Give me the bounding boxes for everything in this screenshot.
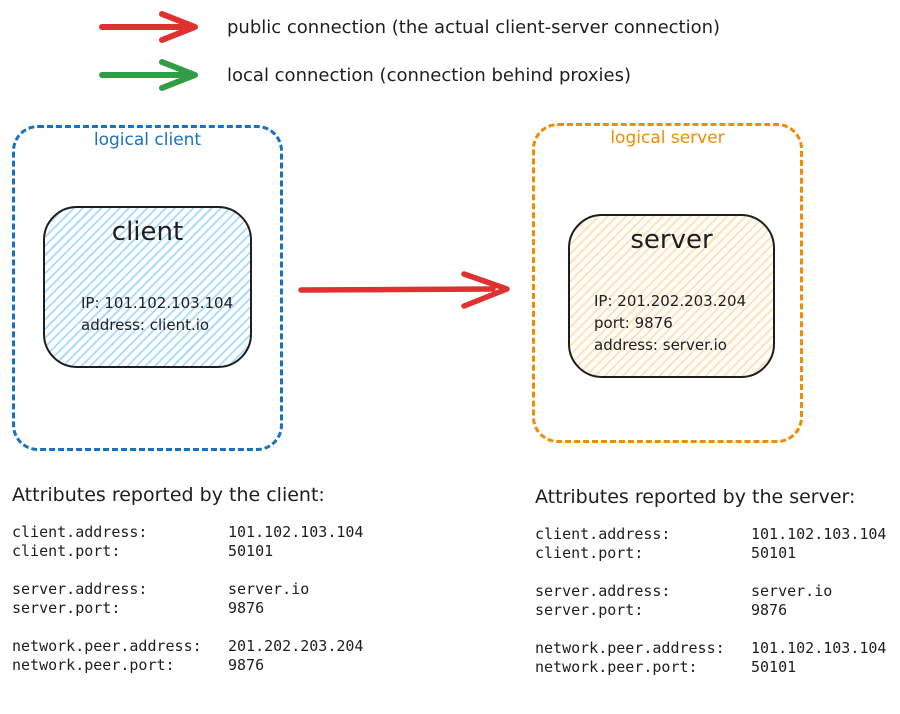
logical-client-group: logical client client IP: 101.102.103.10… <box>12 125 283 451</box>
attr-value: 101.102.103.104 <box>751 639 887 657</box>
server-attributes-table: Attributes reported by the server: clien… <box>535 486 900 696</box>
client-node-title: client <box>111 217 184 247</box>
client-node-details: IP: 101.102.103.104 address: client.io <box>81 292 233 336</box>
attr-key: network.peer.address: <box>12 637 202 655</box>
attr-value: 9876 <box>228 599 265 617</box>
logical-server-label: logical server <box>610 128 725 148</box>
logical-server-group: logical server server IP: 201.202.203.20… <box>532 123 803 443</box>
attr-row: server.address: server.io <box>535 582 900 601</box>
public-connection-arrow-icon <box>99 11 198 43</box>
attr-row: client.address: 101.102.103.104 <box>12 523 422 542</box>
attr-key: network.peer.port: <box>535 658 698 676</box>
attr-key: client.address: <box>12 523 148 541</box>
client-to-server-arrow-icon <box>298 271 510 309</box>
attr-key: network.peer.address: <box>535 639 725 657</box>
server-node-details: IP: 201.202.203.204 port: 9876 address: … <box>594 290 746 356</box>
attr-key: network.peer.port: <box>12 656 175 674</box>
attr-key: server.address: <box>535 582 671 600</box>
server-attributes-title: Attributes reported by the server: <box>535 486 856 508</box>
attr-row: client.address: 101.102.103.104 <box>535 525 900 544</box>
attr-row: server.address: server.io <box>12 580 422 599</box>
attr-value: server.io <box>228 580 310 598</box>
attr-row: network.peer.port: 50101 <box>535 658 900 677</box>
server-node-title: server <box>630 225 713 255</box>
attr-key: client.port: <box>535 544 644 562</box>
attr-group-server-reported-peer: network.peer.address: 101.102.103.104 net… <box>535 639 900 677</box>
attr-value: 9876 <box>228 656 265 674</box>
server-address-line: address: server.io <box>594 336 727 354</box>
attr-key: server.address: <box>12 580 148 598</box>
client-node: client IP: 101.102.103.104 address: clie… <box>43 206 252 368</box>
attr-group-server-reported-server: server.address: server.io server.port: 987… <box>535 582 900 620</box>
attr-row: server.port: 9876 <box>535 601 900 620</box>
client-ip-line: IP: 101.102.103.104 <box>81 294 234 312</box>
attr-key: server.port: <box>535 601 644 619</box>
legend-item-public-connection: public connection (the actual client-ser… <box>98 8 720 46</box>
attr-key: client.port: <box>12 542 121 560</box>
attr-value: 50101 <box>751 544 797 562</box>
attr-value: 101.102.103.104 <box>751 525 887 543</box>
local-connection-arrow-icon <box>99 59 198 91</box>
attr-row: network.peer.port: 9876 <box>12 656 422 675</box>
client-address-line: address: client.io <box>81 316 210 334</box>
attr-row: network.peer.address: 101.102.103.104 <box>535 639 900 658</box>
attr-row: network.peer.address: 201.202.203.204 <box>12 637 422 656</box>
attr-group-server-reported-client: client.address: 101.102.103.104 client.po… <box>535 525 900 563</box>
attr-group-client-reported-client: client.address: 101.102.103.104 client.po… <box>12 523 422 561</box>
attr-value: 50101 <box>751 658 797 676</box>
attr-value: 101.102.103.104 <box>228 523 364 541</box>
attr-row: client.port: 50101 <box>12 542 422 561</box>
attr-key: server.port: <box>12 599 121 617</box>
attr-row: client.port: 50101 <box>535 544 900 563</box>
client-attributes-title: Attributes reported by the client: <box>12 484 325 506</box>
logical-client-label: logical client <box>93 130 202 150</box>
legend-label-local-connection: local connection (connection behind prox… <box>227 64 631 86</box>
server-ip-line: IP: 201.202.203.204 <box>594 292 747 310</box>
client-attributes-table: Attributes reported by the client: clien… <box>12 484 422 694</box>
attr-value: 9876 <box>751 601 788 619</box>
attr-value: 50101 <box>228 542 274 560</box>
attr-row: server.port: 9876 <box>12 599 422 618</box>
attr-key: client.address: <box>535 525 671 543</box>
legend-item-local-connection: local connection (connection behind prox… <box>98 56 631 94</box>
legend-label-public-connection: public connection (the actual client-ser… <box>227 16 721 38</box>
attr-value: 201.202.203.204 <box>228 637 364 655</box>
server-port-line: port: 9876 <box>594 314 673 332</box>
attr-group-client-reported-peer: network.peer.address: 201.202.203.204 net… <box>12 637 422 675</box>
attr-group-client-reported-server: server.address: server.io server.port: 987… <box>12 580 422 618</box>
attr-value: server.io <box>751 582 833 600</box>
server-node: server IP: 201.202.203.204 port: 9876 ad… <box>568 214 775 378</box>
